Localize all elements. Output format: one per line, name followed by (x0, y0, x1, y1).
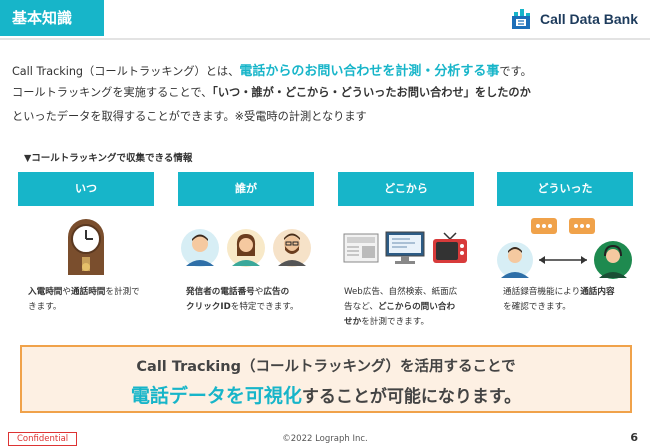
desc-text: 通話録音機能により (503, 287, 581, 297)
woman-avatar-icon (227, 229, 265, 267)
card-what-desc: 通話録音機能により通話内容 を確認できます。 (503, 285, 631, 315)
card-who-icon-area (171, 216, 321, 280)
tv-icon (433, 232, 467, 263)
section-label: ▼コールトラッキングで収集できる情報 (24, 153, 193, 164)
desc-text: を確認できます。 (503, 302, 571, 312)
intro-text-end: です。 (499, 65, 532, 78)
intro-highlight: 電話からのお問い合わせを計測・分析する事 (239, 64, 500, 79)
desc-bold: 通話内容 (580, 287, 615, 297)
logo-text: Call Data Bank (539, 11, 638, 27)
bearded-man-avatar-icon (273, 229, 311, 267)
copyright: ©2022 Lograph Inc. (282, 434, 368, 444)
banner-line-2: 電話データを可視化することが可能になります。 (22, 381, 630, 408)
desc-text: Web広告、自然検索、紙面広 (344, 287, 458, 297)
banner-highlight: 電話データを可視化 (130, 385, 302, 407)
desc-bold: 発信者の電話番号 (186, 287, 255, 297)
intro-text: コールトラッキングを実施することで、 (12, 86, 213, 99)
card-who-title: 誰が (178, 172, 314, 206)
monitor-icon (385, 231, 425, 264)
call-data-bank-logo-icon (511, 9, 530, 29)
desc-bold: 広告の (263, 287, 290, 297)
desc-text: きます。 (28, 302, 62, 312)
card-where-title: どこから (338, 172, 474, 206)
conversation-icon (497, 218, 632, 279)
card-what-title: どういった (497, 172, 633, 206)
banner-line-1: Call Tracking（コールトラッキング）を活用することで (136, 359, 516, 375)
card-when-title: いつ (18, 172, 154, 206)
header-divider (0, 38, 650, 40)
card-where-desc: Web広告、自然検索、紙面広 告など、どこからの問い合わ せかを計測できます。 (344, 285, 472, 330)
card-when-icon-area (11, 216, 161, 280)
page-title: 基本知識 (0, 0, 104, 36)
desc-text: を計測で (105, 287, 140, 297)
page-number: 6 (630, 431, 638, 444)
intro-text: Call Tracking（コールトラッキング）とは、 (12, 65, 240, 78)
card-where-icon-area (331, 216, 481, 280)
card-what-icon-area (490, 216, 640, 280)
intro-line-2: コールトラッキングを実施することで、「いつ・誰が・どこから・どういったお問い合わ… (12, 84, 531, 100)
intro-bold: 「いつ・誰が・どこから・どういったお問い合わせ」をしたのか (212, 86, 531, 99)
desc-text: 告など、 (344, 302, 378, 312)
desc-text: や (62, 287, 71, 297)
card-when-desc: 入電時間や通話時間を計測で きます。 (28, 285, 156, 315)
header: 基本知識 Call Data Bank (0, 0, 650, 38)
banner-rest: することが可能になります。 (301, 387, 522, 407)
intro-line-3: といったデータを取得することができます。※受電時の計測となります (12, 110, 367, 123)
confidential-label: Confidential (8, 432, 78, 446)
desc-bold: 通話時間 (71, 287, 106, 297)
intro-line-1: Call Tracking（コールトラッキング）とは、電話からのお問い合わせを計… (12, 60, 532, 79)
desc-text: を特定できます。 (230, 302, 299, 312)
desc-text: や (254, 287, 264, 297)
clock-icon (68, 219, 104, 275)
desc-bold: せか (344, 317, 362, 327)
desc-text: を計測できます。 (361, 317, 430, 327)
man-avatar-icon (181, 229, 219, 267)
card-who-desc: 発信者の電話番号や広告の クリックIDを特定できます。 (186, 285, 314, 315)
logo: Call Data Bank (510, 8, 638, 30)
summary-banner: Call Tracking（コールトラッキング）を活用することで 電話データを可… (20, 345, 632, 413)
desc-bold: どこからの問い合わ (377, 302, 456, 312)
desc-bold: 入電時間 (28, 287, 63, 297)
desc-bold: クリックID (186, 302, 231, 312)
newspaper-icon (343, 233, 379, 263)
